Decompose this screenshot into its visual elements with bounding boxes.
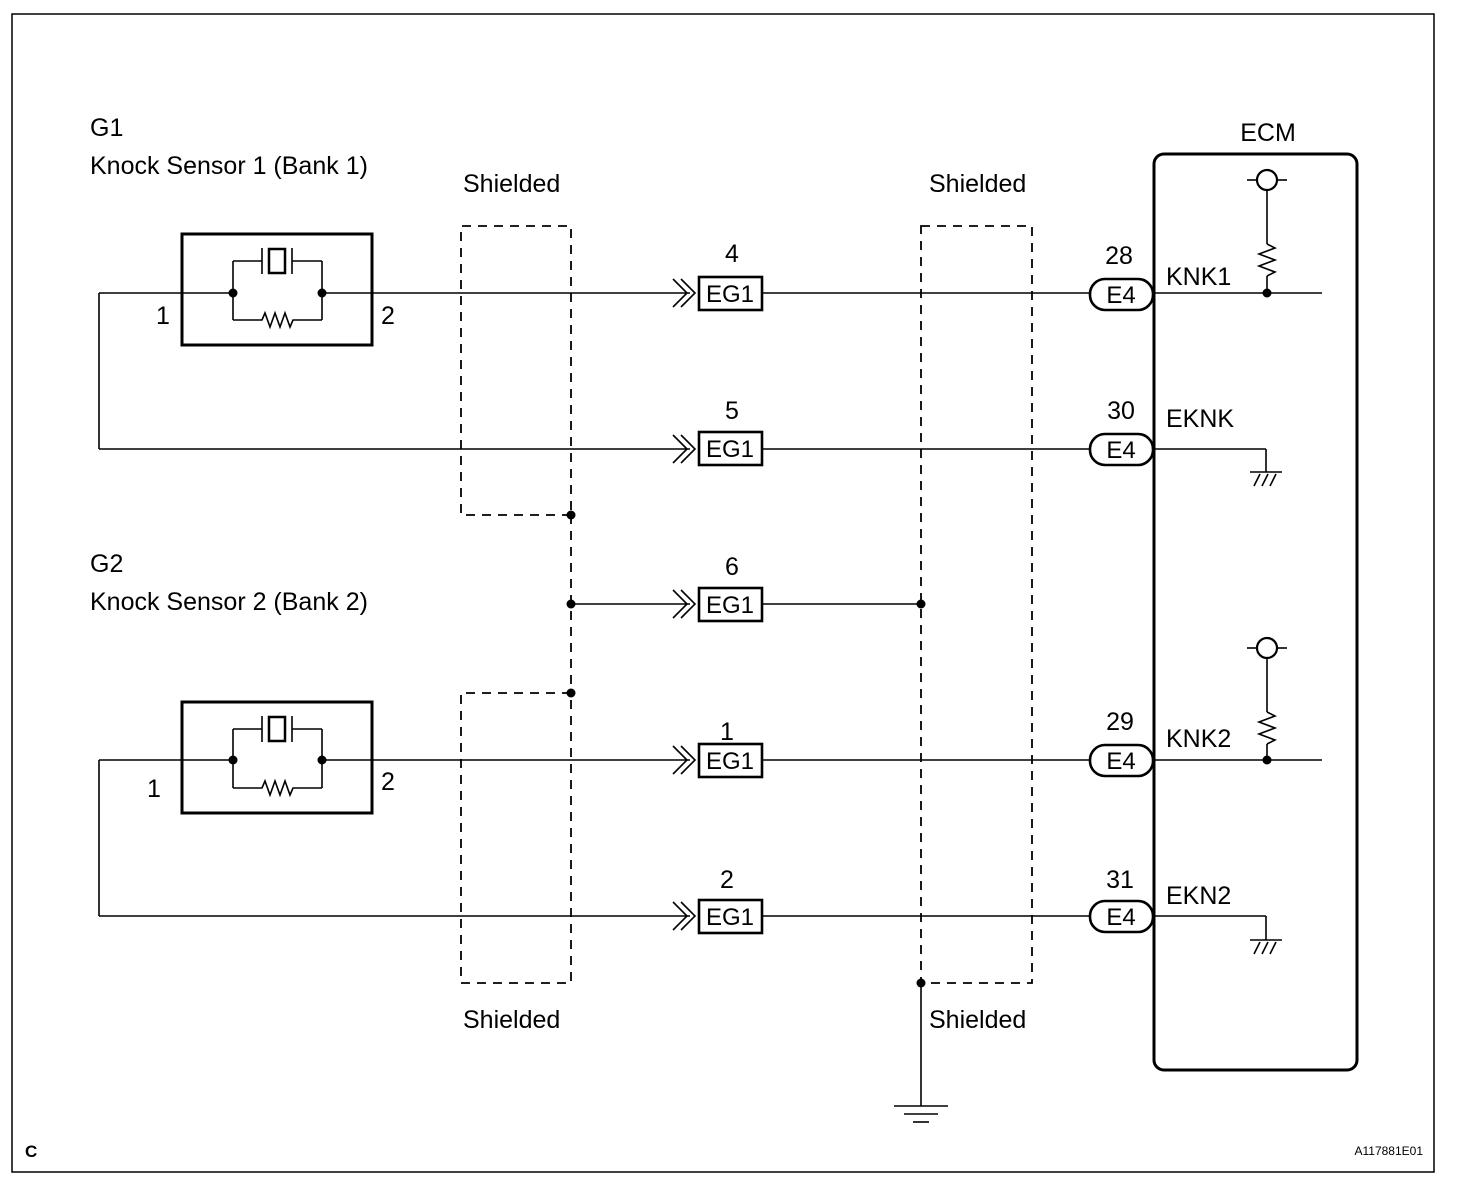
ecm-ground-eknk <box>1153 448 1282 487</box>
knock-sensor-2-symbol <box>180 700 374 815</box>
shield-junction <box>916 978 926 988</box>
g2-pin-left: 1 <box>147 775 161 803</box>
shield-junction <box>916 599 926 609</box>
g1-pin-right: 2 <box>381 302 395 330</box>
wires <box>98 292 1090 1106</box>
ecm-pullup-knk1 <box>1153 168 1322 298</box>
e4-connector-29: E4 <box>1088 743 1155 778</box>
ecm-box <box>1152 152 1359 1072</box>
ecm-pullup-knk2 <box>1153 636 1322 765</box>
sensor-g2-id: G2 <box>90 550 123 578</box>
shield-junction <box>566 688 576 698</box>
sensor-g1-name: Knock Sensor 1 (Bank 1) <box>90 152 368 180</box>
eg1-connector-6: EG1 <box>672 586 764 623</box>
ecm-signal-knk2: KNK2 <box>1166 725 1231 753</box>
g2-pin-right: 2 <box>381 768 395 796</box>
e4-connector-30: E4 <box>1088 432 1155 467</box>
figure-id: A117881E01 <box>1354 1144 1423 1158</box>
eg1-connector-2: EG1 <box>672 898 764 935</box>
sensor-g1-id: G1 <box>90 114 123 142</box>
ecm-signal-ekn2: EKN2 <box>1166 882 1231 910</box>
ecm-title: ECM <box>1240 119 1296 147</box>
ecm-ground-ekn2 <box>1153 915 1282 955</box>
sensor-g2-name: Knock Sensor 2 (Bank 2) <box>90 588 368 616</box>
shield-left-lower <box>460 692 572 984</box>
svg-text:EG1: EG1 <box>706 436 754 463</box>
svg-text:EG1: EG1 <box>706 592 754 619</box>
eg1-connector-4: EG1 <box>672 275 764 312</box>
eg1-pin-4: 4 <box>725 240 739 268</box>
shield-left-upper <box>460 225 572 516</box>
eg1-connector-1: EG1 <box>672 742 764 779</box>
chassis-ground-symbol <box>894 1105 948 1123</box>
outer-frame <box>11 13 1435 1173</box>
svg-text:E4: E4 <box>1106 748 1135 775</box>
e4-pin-31: 31 <box>1106 866 1134 894</box>
e4-pin-30: 30 <box>1107 397 1135 425</box>
e4-connector-28: E4 <box>1088 277 1155 312</box>
svg-text:E4: E4 <box>1106 904 1135 931</box>
svg-text:EG1: EG1 <box>706 748 754 775</box>
svg-text:E4: E4 <box>1106 282 1135 309</box>
eg1-pin-1: 1 <box>720 718 734 746</box>
shield-label: Shielded <box>463 170 560 198</box>
shield-right <box>920 225 1033 984</box>
knock-sensor-1-symbol <box>180 232 374 347</box>
eg1-pin-5: 5 <box>725 397 739 425</box>
shield-junction <box>566 599 576 609</box>
e4-pin-28: 28 <box>1105 242 1133 270</box>
eg1-pin-6: 6 <box>725 553 739 581</box>
corner-label: C <box>25 1142 37 1161</box>
eg1-connector-5: EG1 <box>672 430 764 467</box>
svg-text:E4: E4 <box>1106 437 1135 464</box>
shield-label: Shielded <box>929 170 1026 198</box>
eg1-pin-2: 2 <box>720 866 734 894</box>
e4-pin-29: 29 <box>1106 708 1134 736</box>
ecm-signal-knk1: KNK1 <box>1166 263 1231 291</box>
svg-text:EG1: EG1 <box>706 281 754 308</box>
ecm-signal-eknk: EKNK <box>1166 405 1234 433</box>
e4-connector-31: E4 <box>1088 899 1155 934</box>
g1-pin-left: 1 <box>156 302 170 330</box>
svg-text:EG1: EG1 <box>706 904 754 931</box>
shield-junction <box>566 510 576 520</box>
shield-label: Shielded <box>463 1006 560 1034</box>
shield-label: Shielded <box>929 1006 1026 1034</box>
